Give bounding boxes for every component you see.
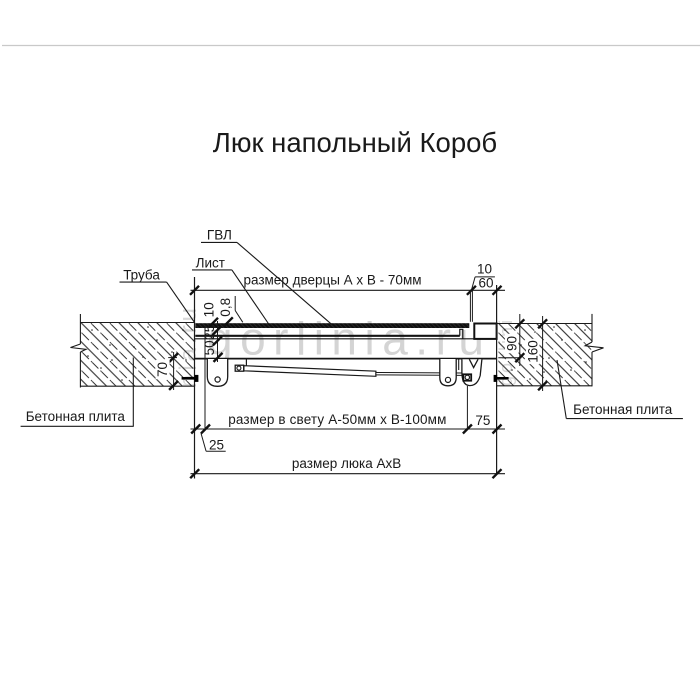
svg-text:70: 70 (155, 362, 170, 377)
svg-text:25: 25 (202, 325, 217, 340)
svg-text:Труба: Труба (123, 267, 160, 282)
svg-text:размер дверцы А х В - 70мм: размер дверцы А х В - 70мм (243, 273, 421, 288)
svg-text:160: 160 (525, 340, 540, 363)
svg-text:25: 25 (209, 438, 224, 453)
svg-text:75: 75 (475, 413, 490, 428)
svg-text:ГВЛ: ГВЛ (207, 227, 232, 242)
svg-text:Люк напольный Короб: Люк напольный Короб (213, 127, 497, 158)
svg-text:10: 10 (477, 262, 492, 277)
svg-text:размер люка АхВ: размер люка АхВ (292, 456, 401, 471)
svg-text:размер в свету А-50мм х В-100м: размер в свету А-50мм х В-100мм (228, 412, 446, 427)
svg-text:10: 10 (202, 302, 217, 317)
svg-text:Лист: Лист (196, 255, 225, 270)
svg-text:Бетонная плита: Бетонная плита (26, 409, 126, 424)
svg-text:Бетонная плита: Бетонная плита (573, 402, 673, 417)
svg-text:90: 90 (504, 336, 519, 351)
svg-text:60: 60 (478, 276, 493, 291)
svg-text:0,8: 0,8 (218, 298, 233, 317)
